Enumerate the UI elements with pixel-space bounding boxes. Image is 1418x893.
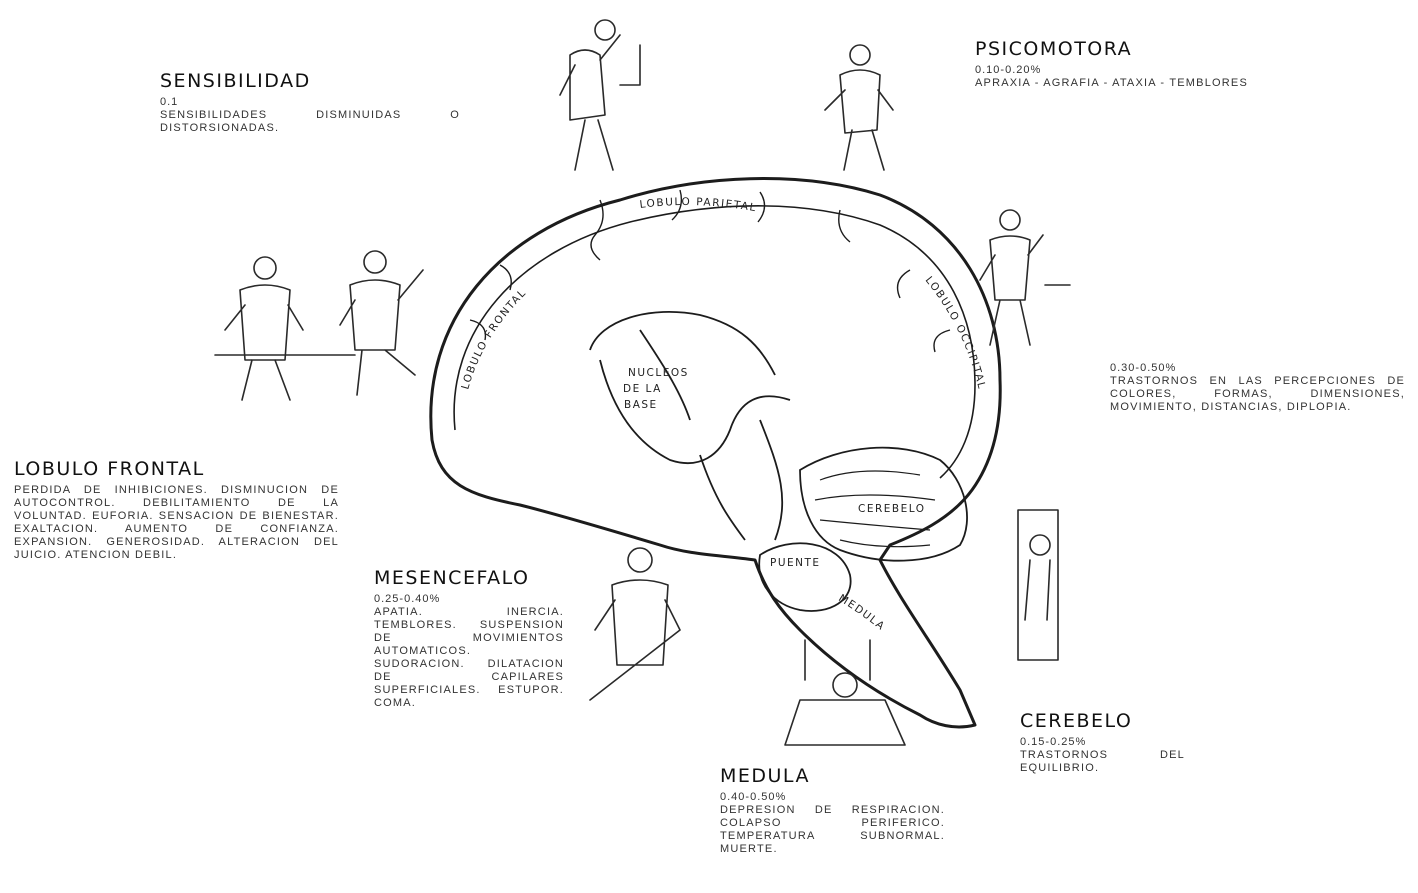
range-vision: 0.30-0.50% [1110,362,1405,374]
title-lobulo-frontal: LOBULO FRONTAL [14,458,339,480]
block-cerebelo: CEREBELO 0.15-0.25% TRASTORNOS DEL EQUIL… [1020,710,1185,775]
figure-psicomotora [825,45,893,170]
figure-sensibilidad [560,20,640,170]
title-sensibilidad: SENSIBILIDAD [160,70,460,92]
title-psicomotora: PSICOMOTORA [975,38,1400,60]
figure-mesencefalo [590,548,680,700]
range-medula: 0.40-0.50% [720,791,945,803]
desc-mesencefalo: APATIA. INERCIA. TEMBLORES. SUSPENSION D… [374,606,564,710]
block-mesencefalo: MESENCEFALO 0.25-0.40% APATIA. INERCIA. … [374,567,564,710]
figure-cerebelo [1018,510,1058,660]
label-lobulo-parietal: LOBULO PARIETAL [639,196,758,214]
range-mesencefalo: 0.25-0.40% [374,593,564,605]
desc-vision: TRASTORNOS EN LAS PERCEPCIONES DE COLORE… [1110,375,1405,414]
label-nucleos-2: DE LA [623,383,662,395]
label-cerebelo-brain: CEREBELO [858,503,925,515]
figure-frontal-2 [340,251,423,395]
desc-psicomotora: APRAXIA - AGRAFIA - ATAXIA - TEMBLORES [975,77,1400,90]
block-sensibilidad: SENSIBILIDAD 0.1 SENSIBILIDADES DISMINUI… [160,70,460,135]
block-lobulo-frontal: LOBULO FRONTAL PERDIDA DE INHIBICIONES. … [14,458,339,562]
range-cerebelo: 0.15-0.25% [1020,736,1185,748]
desc-cerebelo: TRASTORNOS DEL EQUILIBRIO. [1020,749,1185,775]
label-medula-brain: MEDULA [836,592,887,633]
desc-sensibilidad: SENSIBILIDADES DISMINUIDAS O DISTORSIONA… [160,109,460,135]
range-sensibilidad: 0.1 [160,96,460,108]
range-psicomotora: 0.10-0.20% [975,64,1400,76]
title-medula: MEDULA [720,765,945,787]
label-puente: PUENTE [770,557,821,569]
label-lobulo-occipital: LOBULO OCCIPITAL [923,274,988,391]
block-vision: 0.30-0.50% TRASTORNOS EN LAS PERCEPCIONE… [1110,362,1405,414]
title-cerebelo: CEREBELO [1020,710,1185,732]
figure-frontal-1 [215,257,355,400]
block-medula: MEDULA 0.40-0.50% DEPRESION DE RESPIRACI… [720,765,945,856]
desc-medula: DEPRESION DE RESPIRACION. COLAPSO PERIFE… [720,804,945,856]
desc-lobulo-frontal: PERDIDA DE INHIBICIONES. DISMINUCION DE … [14,484,339,562]
block-psicomotora: PSICOMOTORA 0.10-0.20% APRAXIA - AGRAFIA… [975,38,1400,90]
figure-medula [785,640,905,745]
label-nucleos-1: NUCLEOS [628,367,689,379]
label-nucleos-3: BASE [624,399,658,411]
title-mesencefalo: MESENCEFALO [374,567,564,589]
